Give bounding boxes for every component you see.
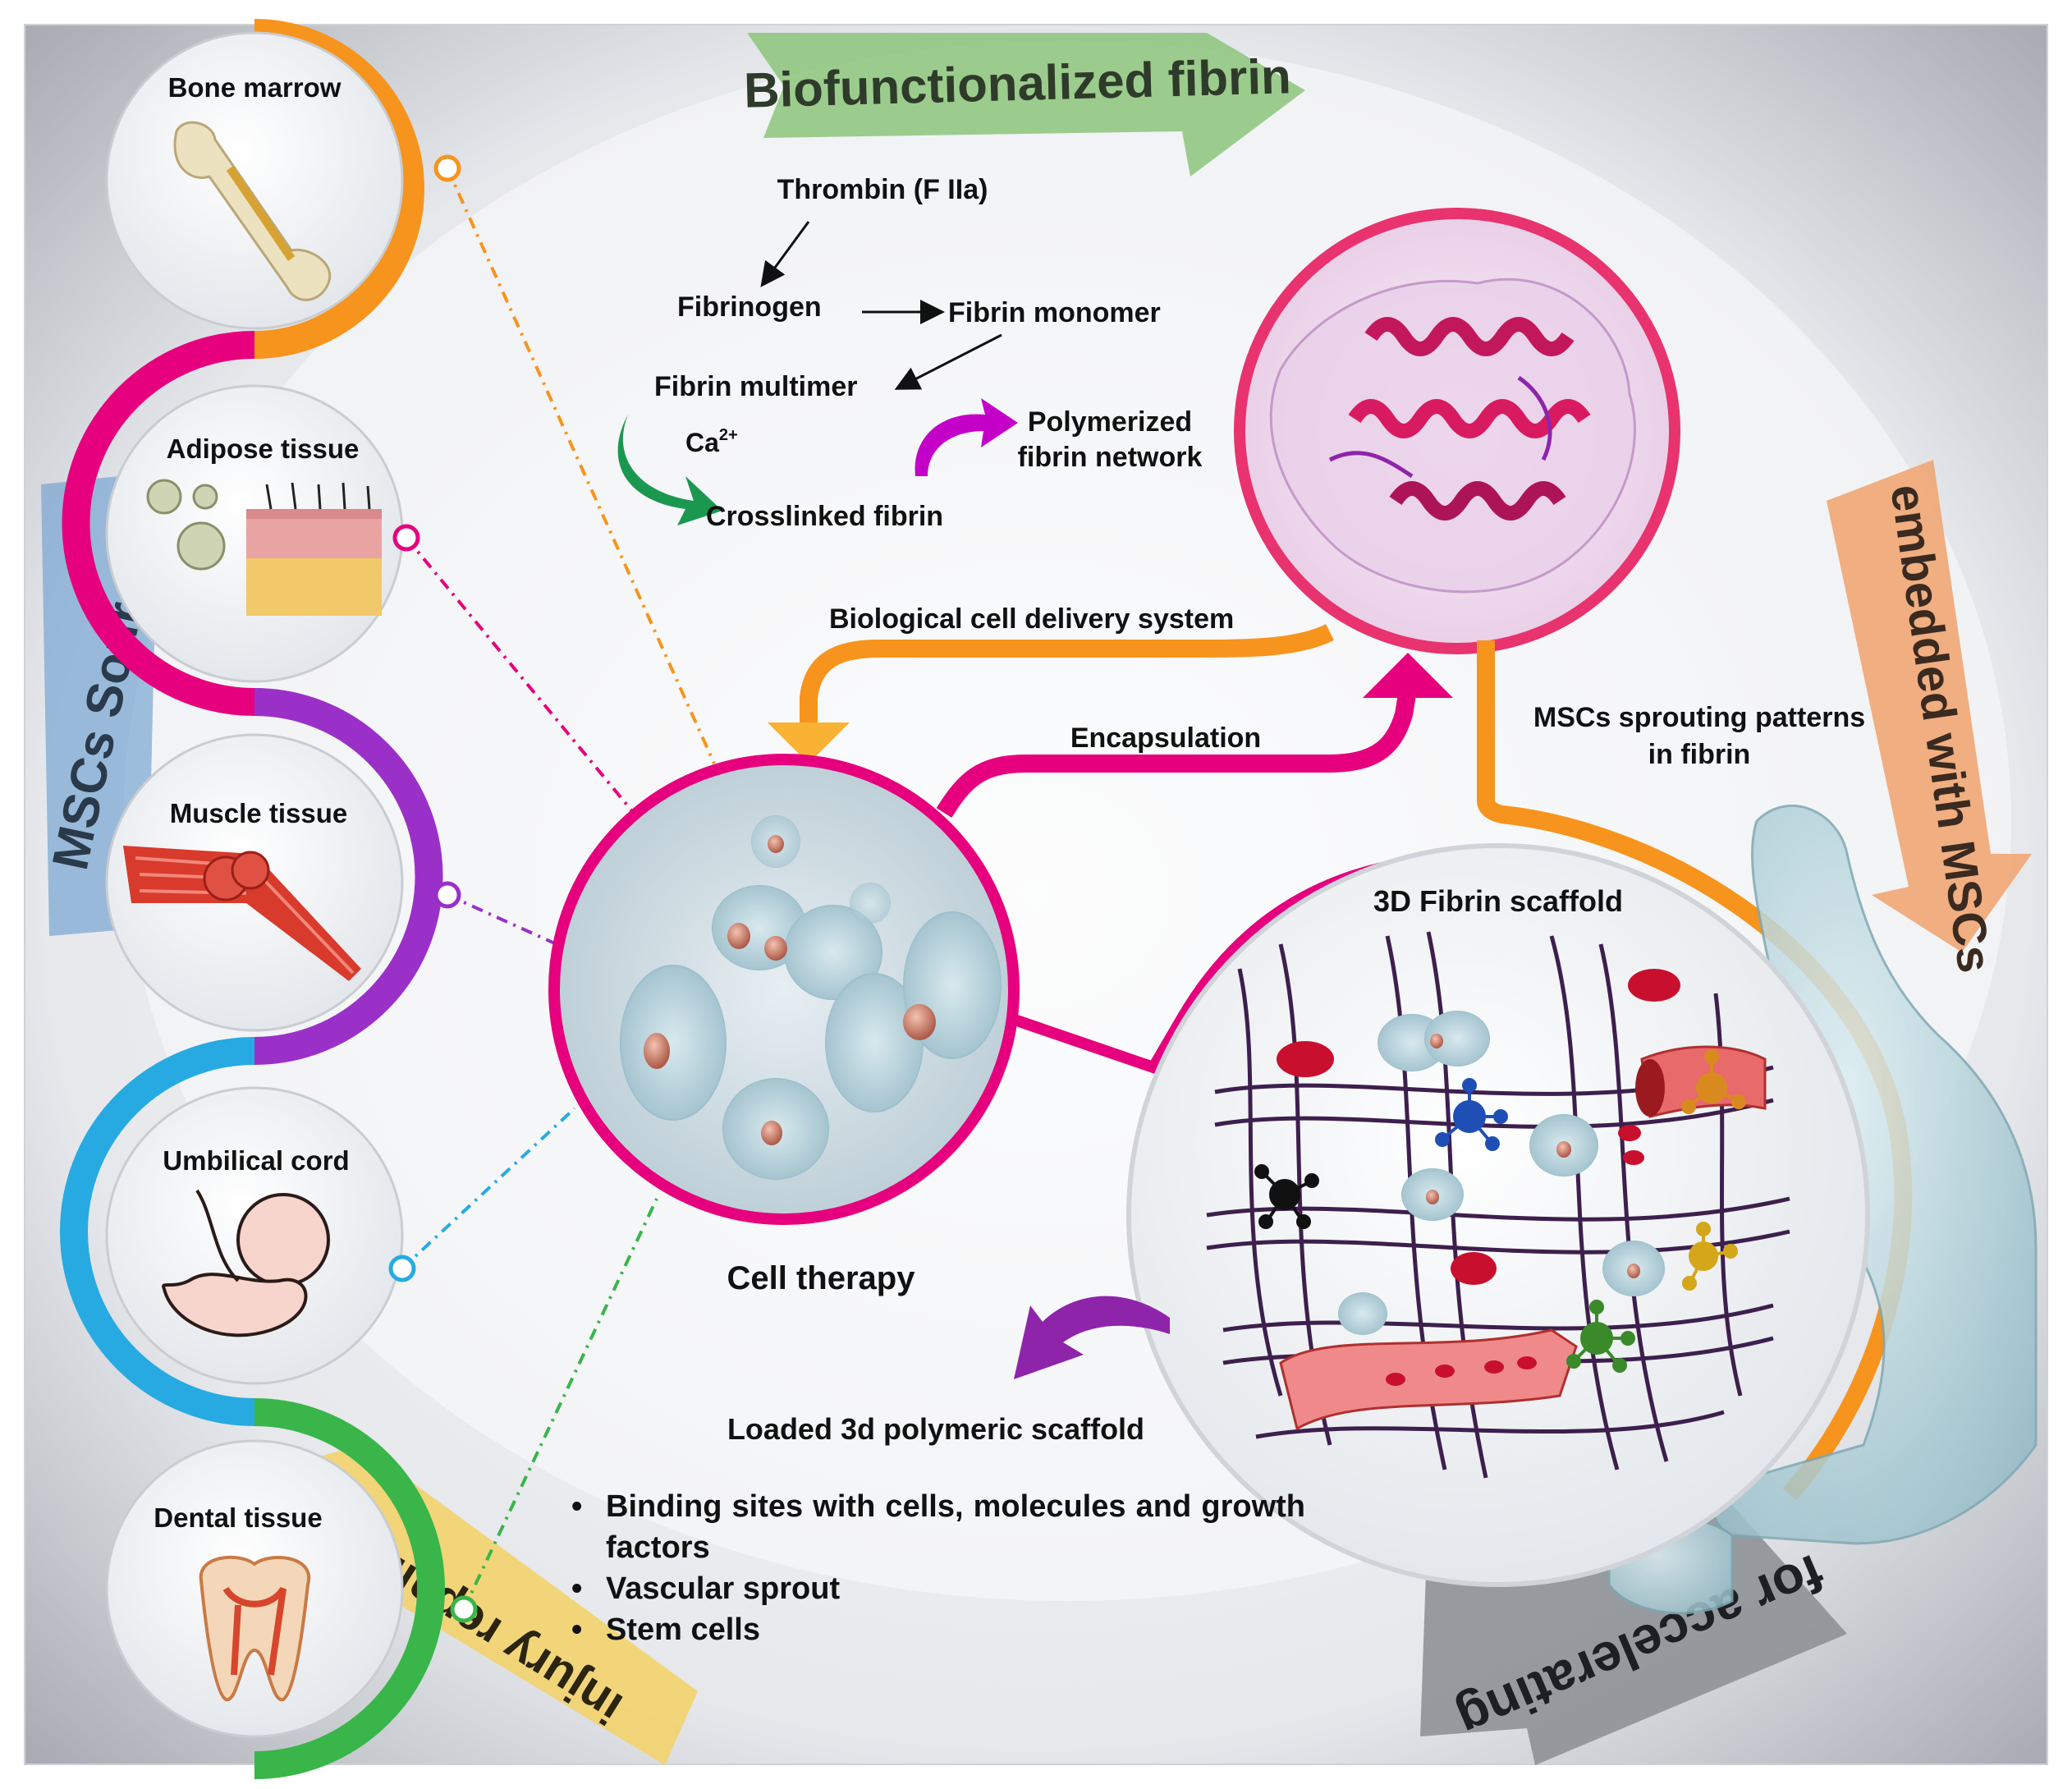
msc-cells	[620, 815, 1002, 1180]
encapsulation-arrow: Encapsulation	[936, 653, 1453, 818]
feature-vascular-sprout: Vascular sprout	[566, 1568, 1305, 1609]
encapsulation-label: Encapsulation	[1070, 722, 1261, 754]
growth-factor-green	[1566, 1300, 1635, 1373]
protein-structure	[1269, 278, 1636, 594]
growth-factor-blue	[1435, 1078, 1508, 1151]
reaction-scheme: Thrombin (F IIa) Fibrinogen Fibrin monom…	[617, 174, 1203, 532]
scaffold-title: 3D Fibrin scaffold	[1373, 884, 1623, 918]
source-connector-dots	[388, 154, 478, 1623]
polymerized-label-1: Polymerized	[1028, 406, 1192, 438]
fetus-icon	[162, 1189, 330, 1337]
growth-factor-black	[1254, 1164, 1319, 1229]
cell-therapy-circle: Cell therapy	[548, 754, 1020, 1296]
source-label: Bone marrow	[168, 72, 342, 103]
source-bone-marrow[interactable]: Bone marrow	[105, 31, 404, 330]
muscle-icon	[123, 846, 361, 981]
fibrin-protein-circle	[1234, 208, 1680, 654]
purple-curved-arrow	[915, 398, 1018, 476]
delivery-label: Biological cell delivery system	[829, 603, 1234, 635]
top-banner-arrow: Biofunctionalized fibrin	[743, 33, 1305, 177]
sprouting-label-2: in fibrin	[1648, 739, 1751, 770]
source-muscle-tissue[interactable]: Muscle tissue	[105, 733, 404, 1032]
bone-icon	[173, 121, 332, 301]
loaded-scaffold-arrow	[1014, 1296, 1170, 1379]
green-curved-arrow	[617, 415, 722, 525]
tooth-icon	[199, 1555, 311, 1702]
sprouting-label-1: MSCs sprouting patterns	[1533, 702, 1865, 733]
stem-cells	[1338, 1011, 1665, 1335]
crosslinked-label: Crosslinked fibrin	[706, 501, 943, 532]
source-label: Muscle tissue	[170, 798, 347, 828]
source-label: Adipose tissue	[167, 433, 360, 464]
delivery-arrow: Biological cell delivery system	[768, 603, 1334, 764]
feature-stem-cells: Stem cells	[566, 1609, 1305, 1650]
cell-therapy-label: Cell therapy	[727, 1260, 916, 1296]
polymerized-label-2: fibrin network	[1018, 442, 1203, 473]
fibrin-monomer-label: Fibrin monomer	[948, 297, 1161, 328]
fibrinogen-label: Fibrinogen	[677, 291, 822, 323]
red-blood-cells	[1277, 969, 1680, 1386]
source-adipose-tissue[interactable]: Adipose tissue	[105, 384, 404, 683]
thrombin-label: Thrombin (F IIa)	[777, 174, 988, 205]
monomer-arrow	[894, 333, 1002, 390]
growth-factor-yellow	[1682, 1222, 1738, 1291]
frame-border	[24, 24, 2048, 1765]
calcium-label: Ca2+	[685, 426, 738, 457]
source-umbilical-cord[interactable]: Umbilical cord	[105, 1086, 404, 1385]
growth-factors	[1254, 1049, 1746, 1373]
source-dental-tissue[interactable]: Dental tissue	[105, 1439, 404, 1738]
thrombin-arrow	[760, 221, 810, 287]
adipose-tissue-icon	[146, 479, 382, 616]
feature-binding-sites: Binding sites with cells, molecules and …	[566, 1486, 1305, 1568]
fibrin-multimer-label: Fibrin multimer	[654, 371, 857, 402]
growth-factor-orange	[1681, 1049, 1746, 1114]
source-label: Umbilical cord	[163, 1145, 349, 1176]
source-label: Dental tissue	[154, 1502, 322, 1533]
loaded-scaffold-label: Loaded 3d polymeric scaffold	[727, 1412, 1144, 1446]
scaffold-features-list: Binding sites with cells, molecules and …	[566, 1486, 1305, 1650]
fibrin-scaffold-circle: 3D Fibrin scaffold	[1126, 843, 1870, 1587]
